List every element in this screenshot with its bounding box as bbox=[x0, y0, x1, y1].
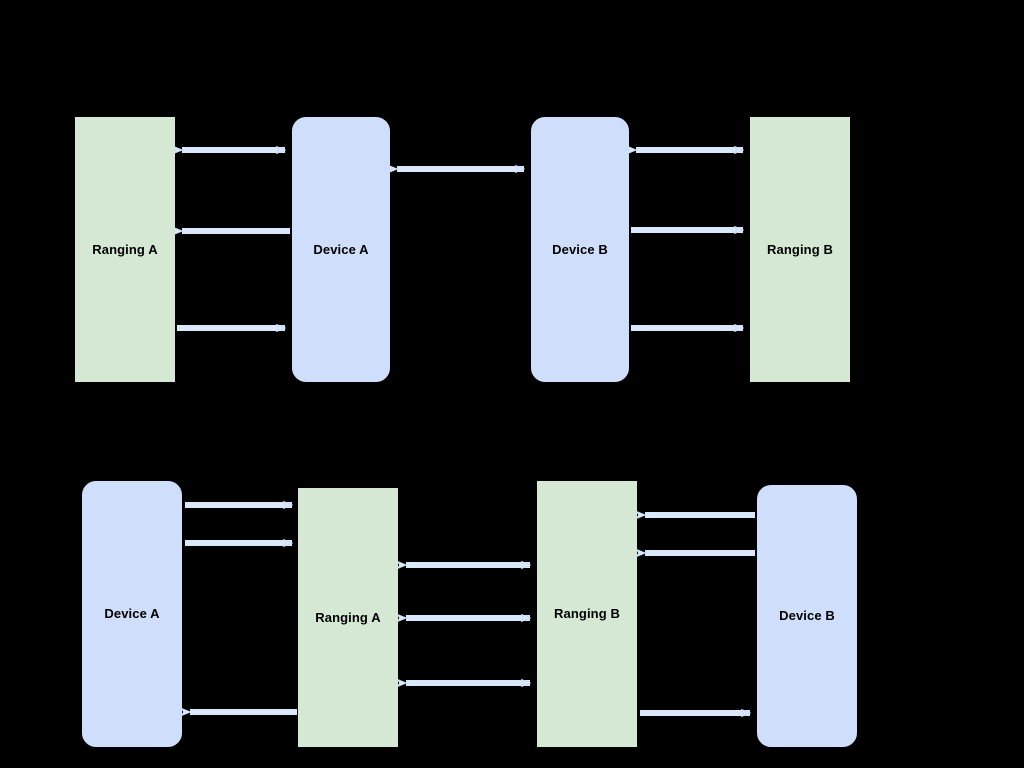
node-label: Ranging A bbox=[315, 609, 381, 625]
node-bot-device-a: Device A bbox=[82, 481, 182, 747]
node-label: Device B bbox=[779, 608, 835, 624]
node-label: Ranging A bbox=[92, 241, 158, 257]
node-bot-device-b: Device B bbox=[757, 485, 857, 747]
node-top-device-b: Device B bbox=[531, 117, 629, 382]
node-top-ranging-a: Ranging A bbox=[75, 117, 175, 382]
node-top-device-a: Device A bbox=[292, 117, 390, 382]
node-top-ranging-b: Ranging B bbox=[750, 117, 850, 382]
node-label: Device A bbox=[313, 241, 369, 257]
node-label: Ranging B bbox=[554, 606, 620, 622]
node-bot-ranging-a: Ranging A bbox=[298, 488, 398, 747]
node-bot-ranging-b: Ranging B bbox=[537, 481, 637, 747]
node-label: Device B bbox=[552, 241, 608, 257]
node-label: Ranging B bbox=[767, 241, 833, 257]
node-label: Device A bbox=[104, 606, 160, 622]
